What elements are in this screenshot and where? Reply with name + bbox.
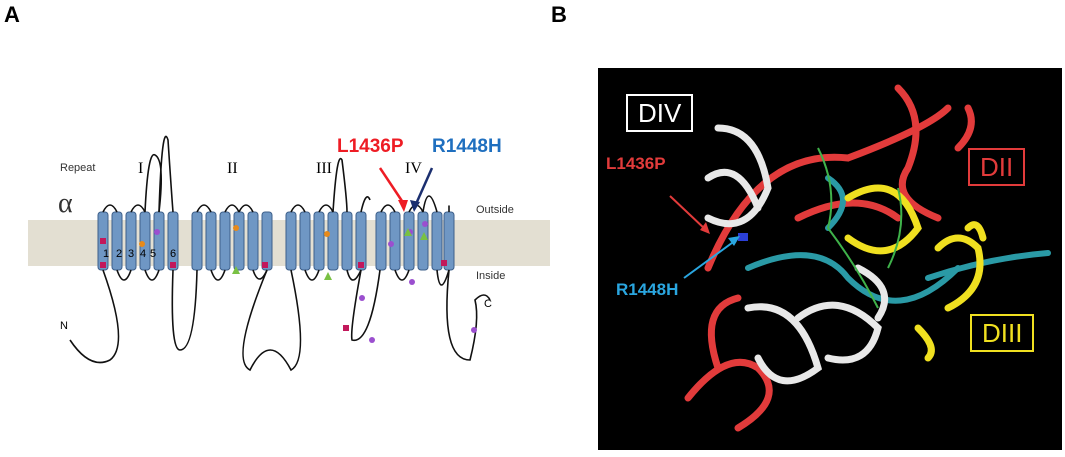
r1448h-arrowhead — [410, 200, 420, 212]
l1436p-label: L1436P — [337, 136, 404, 157]
segment-1-label: 1 — [103, 248, 110, 260]
segment-4-label: 4 — [140, 248, 147, 260]
l1436p-arrowhead — [398, 200, 408, 212]
site-markers — [100, 221, 477, 343]
div-label: DIV — [626, 94, 694, 132]
inside-label: Inside — [476, 270, 506, 282]
topology-diagram: Repeat α I II III IV Outside Inside N C … — [28, 135, 550, 372]
r1448h-pointer-head — [728, 236, 740, 246]
ribbon-div — [704, 124, 889, 385]
ribbon-cyan — [745, 175, 1051, 304]
dii-label: DII — [968, 148, 1026, 186]
segment-5-label: 5 — [150, 248, 157, 260]
repeat-label: Repeat — [60, 162, 96, 174]
l1436p-structure-label: L1436P — [606, 154, 666, 173]
panel-label-b: B — [551, 2, 567, 27]
domain-i-helices — [97, 211, 179, 271]
repeat-iv-label: IV — [405, 160, 422, 177]
ribbon-diii — [844, 184, 987, 362]
alpha-label: α — [58, 188, 73, 219]
segment-3-label: 3 — [128, 248, 135, 260]
segment-6-label: 6 — [170, 248, 177, 260]
outside-label: Outside — [476, 204, 514, 216]
n-terminus-label: N — [60, 320, 68, 332]
c-terminus-label: C — [484, 298, 492, 310]
l1436p-arrow — [378, 167, 406, 205]
l1436p-pointer-head — [700, 222, 710, 234]
r1448h-arrow — [414, 167, 434, 205]
structure-view: DIV DII DIII L1436P R1448H — [598, 68, 1062, 450]
panel-label-a: A — [4, 2, 20, 27]
r1448h-label: R1448H — [432, 136, 502, 157]
backbone-loops — [69, 135, 491, 372]
repeat-iii-label: III — [316, 160, 332, 177]
diii-label: DIII — [970, 314, 1035, 352]
r1448h-site — [738, 233, 748, 241]
ribbon-green — [817, 147, 903, 309]
topology-svg — [28, 135, 550, 372]
repeat-ii-label: II — [227, 160, 238, 177]
l1436p-pointer — [669, 195, 707, 231]
ribbon-dii — [684, 84, 975, 432]
structure-svg — [669, 84, 1051, 432]
r1448h-pointer — [683, 239, 737, 279]
repeat-i-label: I — [138, 160, 144, 177]
r1448h-structure-label: R1448H — [616, 280, 679, 299]
segment-2-label: 2 — [116, 248, 123, 260]
